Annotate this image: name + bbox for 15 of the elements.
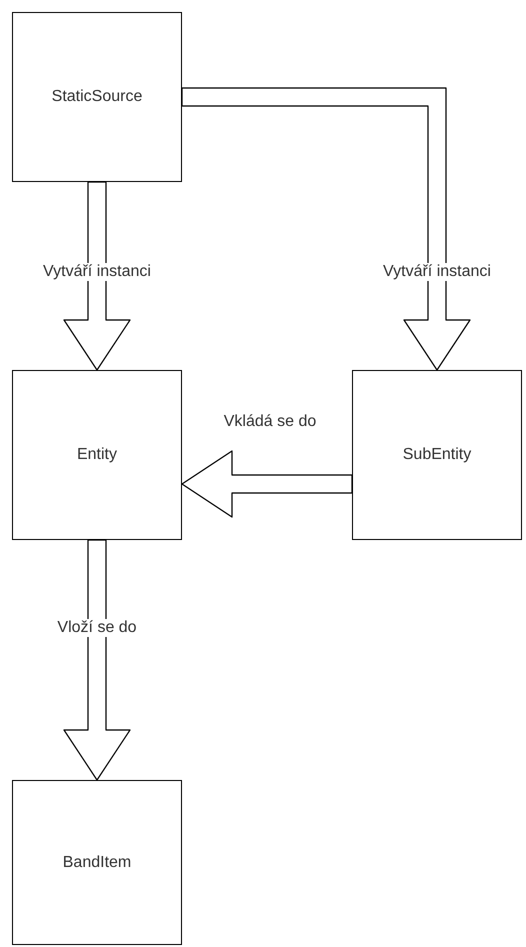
block-arrow [181, 450, 353, 518]
block-arrow [63, 181, 131, 371]
box-label: StaticSource [52, 88, 142, 106]
box-label: SubEntity [402, 446, 472, 464]
box-label: BandItem [62, 854, 132, 872]
process-box [12, 12, 182, 182]
process-box [352, 370, 522, 540]
block-arrow [181, 87, 471, 371]
process-box [12, 370, 182, 540]
box-label: Entity [76, 446, 117, 464]
edge-label: Vytváří instanci [42, 263, 152, 281]
block-arrow [63, 539, 131, 781]
process-box [12, 780, 182, 945]
edge-label: Vytváří instanci [382, 263, 492, 281]
edge-label: Vloží se do [56, 619, 138, 637]
